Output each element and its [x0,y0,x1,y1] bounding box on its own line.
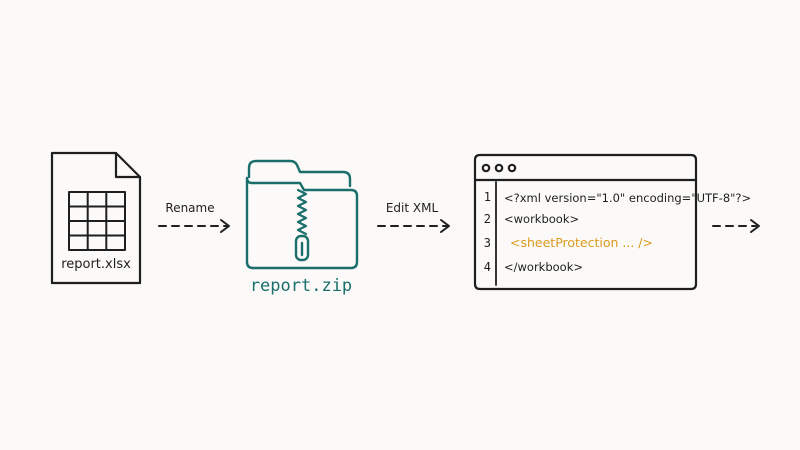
window-dot-icon [507,163,517,173]
code-editor-window [473,153,698,291]
zipper-pull [294,234,310,262]
code-line-highlighted: <sheetProtection ... /> [510,235,653,250]
window-dot-icon [481,163,491,173]
line-number: 1 [483,190,491,204]
line-number: 2 [483,212,491,226]
edit-xml-step-label: Edit XML [385,201,439,215]
code-line: </workbook> [504,260,584,274]
line-number: 3 [483,236,491,250]
line-number: 4 [483,260,491,274]
spreadsheet-grid [68,191,126,251]
file-name-label: report.xlsx [61,257,131,272]
zip-folder-icon [245,159,359,270]
zipper-teeth [296,188,308,236]
code-line: <?xml version="1.0" encoding="UTF-8"?> [504,191,752,205]
window-dot-icon [494,163,504,173]
spreadsheet-file-icon [50,151,142,285]
dashed-arrow-icon [377,219,450,233]
dashed-arrow-icon [712,219,760,233]
rename-step-label: Rename [165,201,215,215]
zip-name-label: report.zip [249,276,353,296]
code-line: <workbook> [504,212,580,226]
dashed-arrow-icon [158,219,230,233]
